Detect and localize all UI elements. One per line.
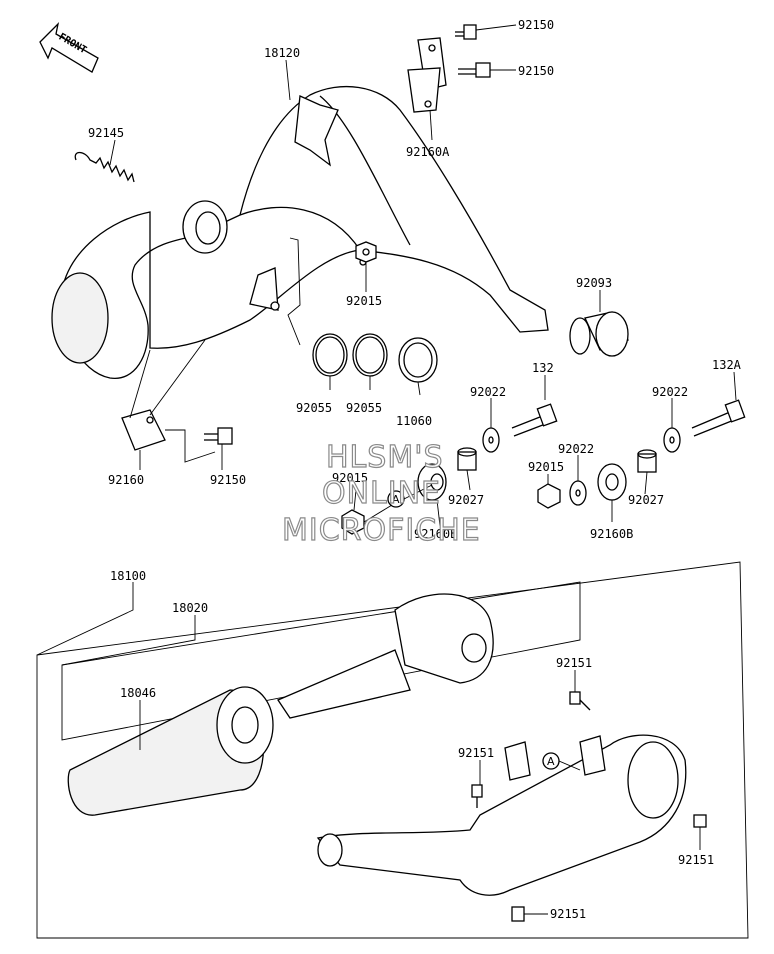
label-92151-b: 92151 [458, 746, 494, 760]
label-92027-a: 92027 [448, 493, 484, 507]
washer-92022-a[interactable] [482, 427, 500, 453]
grommet-92160B-b[interactable] [597, 463, 627, 501]
label-92145: 92145 [88, 126, 124, 140]
o-ring-92055-a[interactable] [312, 333, 348, 377]
bolt-92151-b[interactable] [471, 784, 483, 808]
label-92015-top: 92015 [346, 294, 382, 308]
label-132A: 132A [712, 358, 742, 372]
label-92150-low: 92150 [210, 473, 246, 487]
inner-pipe-18020[interactable] [277, 593, 494, 719]
label-92160B-b: 92160B [590, 527, 633, 541]
bolt-92150-low[interactable] [204, 427, 233, 445]
gasket-11060[interactable] [398, 337, 438, 383]
label-92160A: 92160A [406, 145, 450, 159]
part-labels: 92150 92150 18120 92145 92160A 92015 920… [88, 18, 742, 921]
label-92151-c: 92151 [678, 853, 714, 867]
bracket-92160[interactable] [121, 409, 166, 451]
label-92160B-a: 92160B [414, 527, 457, 541]
bolt-92150-top[interactable] [455, 24, 477, 40]
label-92055-a: 92055 [296, 401, 332, 415]
watermark: HLSM'S ONLINE MICROFICHE [281, 439, 481, 548]
spring[interactable] [74, 151, 135, 183]
callout-a-lower: A [542, 752, 560, 770]
watermark-line-2: ONLINE [322, 476, 441, 511]
exhaust-chamber[interactable] [51, 85, 549, 379]
bracket-92160A[interactable] [407, 37, 447, 113]
bolt-92151-a[interactable] [569, 691, 591, 711]
leader-lines [36, 24, 737, 915]
label-92150-top: 92150 [518, 18, 554, 32]
grommet-92160B-a[interactable] [417, 463, 447, 501]
label-92160: 92160 [108, 473, 144, 487]
watermark-line-1: HLSM'S [326, 440, 444, 475]
muffler-assembly-frame [36, 561, 749, 939]
label-92151-a: 92151 [556, 656, 592, 670]
grommet-92093[interactable] [569, 311, 629, 357]
washer-92022-b[interactable] [663, 427, 681, 453]
nut-92015-right[interactable] [537, 483, 561, 509]
svg-text:A: A [392, 493, 400, 506]
label-92022-c: 92022 [558, 442, 594, 456]
label-11060: 11060 [396, 414, 432, 428]
label-92055-b: 92055 [346, 401, 382, 415]
label-92151-d: 92151 [550, 907, 586, 921]
watermark-line-3: MICROFICHE [282, 513, 481, 548]
label-132: 132 [532, 361, 554, 375]
svg-text:A: A [547, 755, 555, 768]
label-18120: 18120 [264, 46, 300, 60]
nut-92015-top[interactable] [355, 241, 377, 263]
nut-92015-mid[interactable] [341, 509, 365, 535]
label-18100: 18100 [110, 569, 146, 583]
front-arrow: FRONT [39, 22, 99, 73]
label-92027-b: 92027 [628, 493, 664, 507]
washer-92022-c[interactable] [569, 480, 587, 506]
collar-92027-a[interactable] [457, 447, 477, 471]
bolt-92150-mid[interactable] [458, 62, 491, 78]
label-92015-mid: 92015 [332, 471, 368, 485]
collar-92027-b[interactable] [637, 449, 657, 473]
label-18046: 18046 [120, 686, 156, 700]
label-18020: 18020 [172, 601, 208, 615]
bolt-92151-c[interactable] [693, 814, 707, 828]
label-92150-mid: 92150 [518, 64, 554, 78]
bolt-132A[interactable] [691, 399, 746, 437]
o-ring-92055-b[interactable] [352, 333, 388, 377]
bolt-92151-d[interactable] [511, 906, 525, 922]
packing-18046[interactable] [67, 686, 274, 816]
muffler-body[interactable] [316, 734, 687, 896]
label-92022-b: 92022 [652, 385, 688, 399]
label-92022-a: 92022 [470, 385, 506, 399]
bolt-132[interactable] [511, 403, 558, 437]
label-92093: 92093 [576, 276, 612, 290]
label-92015-right: 92015 [528, 460, 564, 474]
